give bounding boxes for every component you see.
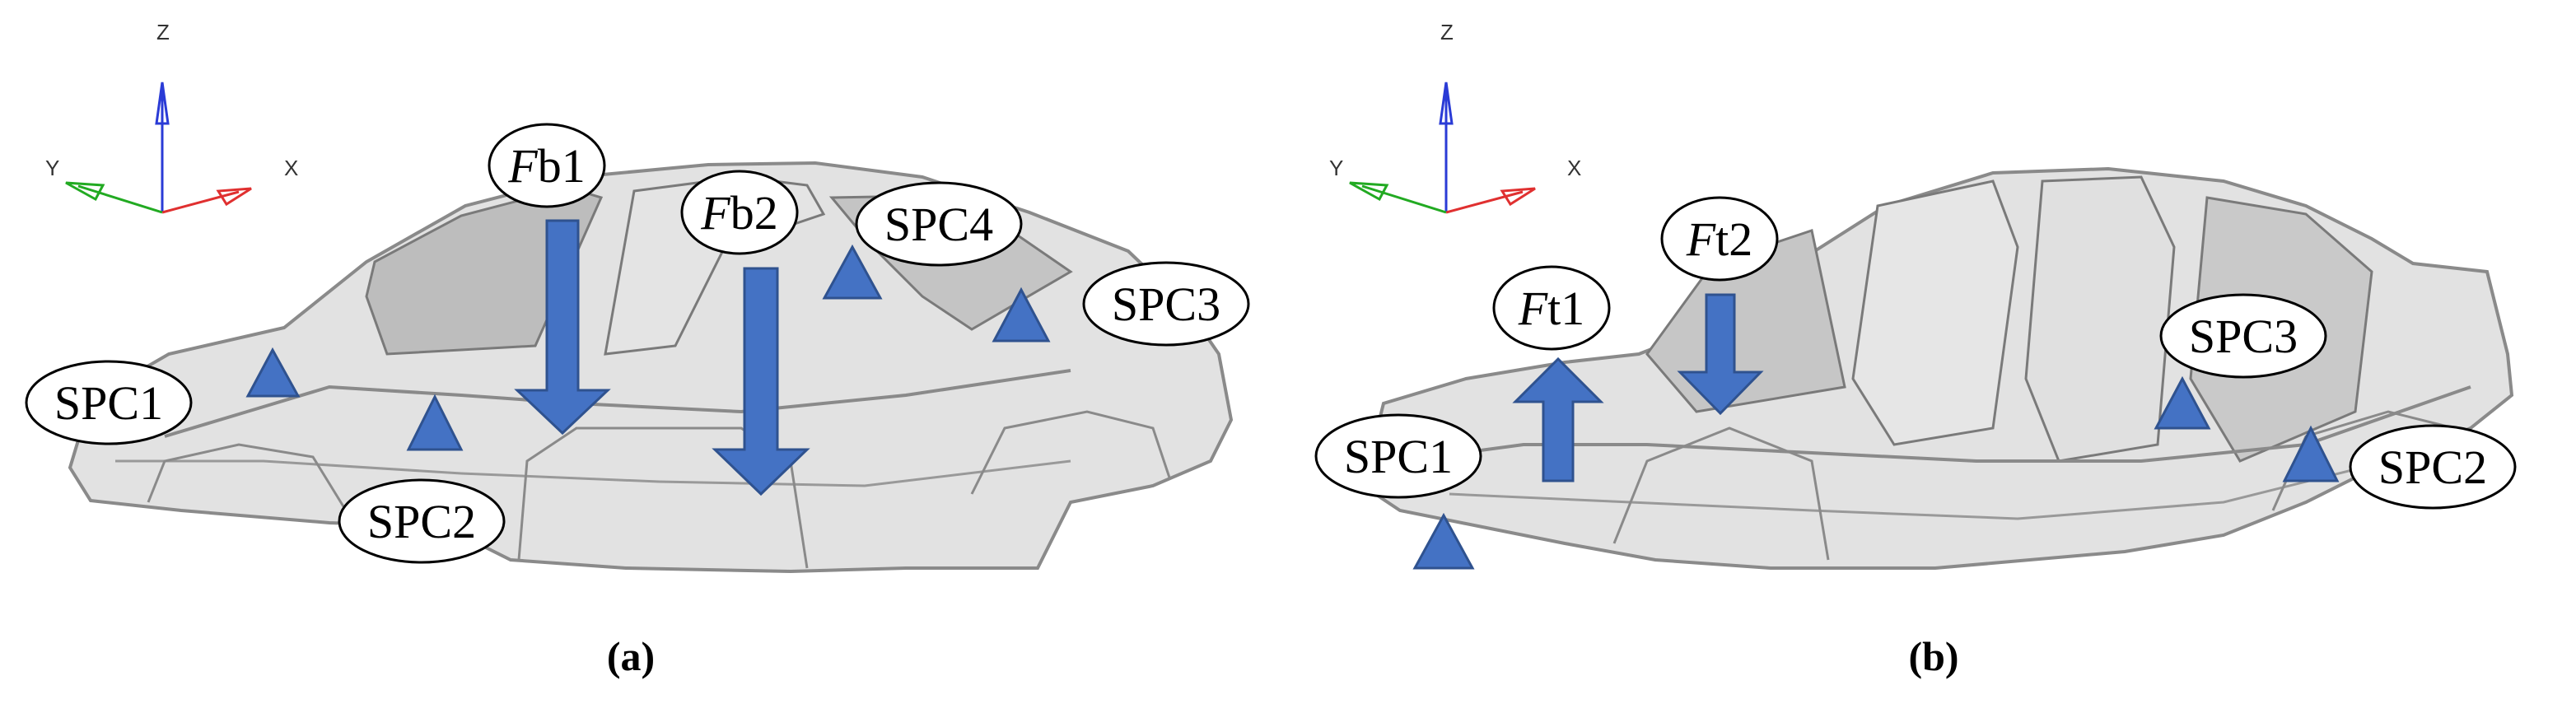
support-label-spc2: SPC2 <box>2349 424 2517 510</box>
panel-b: Z X Y Ft1 <box>1314 20 2517 679</box>
support-label-spc3: SPC3 <box>2159 293 2327 379</box>
svg-text:Fb2: Fb2 <box>700 186 777 240</box>
car-body-b <box>1360 166 2514 570</box>
support-triangle-spc1 <box>245 347 301 398</box>
svg-text:Ft1: Ft1 <box>1518 282 1585 335</box>
svg-text:Ft2: Ft2 <box>1686 212 1753 266</box>
support-triangle-spc2 <box>2282 425 2340 482</box>
support-label-spc1: SPC1 <box>25 360 193 445</box>
load-arrow-fb2 <box>712 267 810 496</box>
axis-x-label: X <box>284 156 298 180</box>
support-triangle-spc3 <box>2154 375 2211 430</box>
load-label-ft2: Ft2 <box>1660 196 1779 282</box>
support-triangle-spc2 <box>406 394 464 451</box>
x-arrow-icon <box>216 187 252 207</box>
axis-y-label: Y <box>1329 156 1343 180</box>
z-arrow-icon <box>155 82 170 125</box>
support-label-spc1: SPC1 <box>1314 413 1482 499</box>
svg-text:Fb1: Fb1 <box>507 139 585 193</box>
axis-triad-b: Z X Y <box>1329 20 1581 214</box>
svg-text:SPC3: SPC3 <box>1112 277 1220 331</box>
y-arrow-icon <box>65 181 105 202</box>
svg-text:SPC3: SPC3 <box>2189 310 2298 363</box>
axis-y-label: Y <box>45 156 59 180</box>
support-triangle-spc4 <box>822 244 883 300</box>
panel-a: Z X Y Fb1 <box>25 20 1250 679</box>
svg-text:SPC2: SPC2 <box>367 495 476 548</box>
support-triangle-spc1 <box>1412 512 1475 570</box>
svg-text:SPC2: SPC2 <box>2378 440 2487 494</box>
load-label-fb2: Fb2 <box>680 170 799 255</box>
y-arrow-icon <box>1349 181 1389 202</box>
svg-text:SPC1: SPC1 <box>1344 430 1453 483</box>
caption-a: (a) <box>607 633 655 679</box>
load-arrow-ft1 <box>1512 356 1604 482</box>
axis-x-label: X <box>1567 156 1581 180</box>
svg-text:SPC1: SPC1 <box>54 376 163 430</box>
support-label-spc3: SPC3 <box>1082 261 1250 347</box>
z-arrow-icon <box>1439 82 1454 125</box>
load-label-fb1: Fb1 <box>488 123 606 208</box>
support-label-spc4: SPC4 <box>855 181 1023 267</box>
load-arrow-ft2 <box>1677 293 1764 416</box>
x-arrow-icon <box>1500 187 1536 207</box>
support-label-spc2: SPC2 <box>338 478 506 564</box>
axis-triad-a: Z X Y <box>45 20 298 214</box>
car-body-a <box>68 161 1234 574</box>
svg-text:SPC4: SPC4 <box>884 198 993 251</box>
axis-z-label: Z <box>1440 20 1454 44</box>
axis-z-label: Z <box>156 20 170 44</box>
load-arrow-fb1 <box>514 219 611 436</box>
load-label-ft1: Ft1 <box>1492 265 1611 351</box>
support-triangle-spc3 <box>992 287 1051 343</box>
caption-b: (b) <box>1908 633 1958 679</box>
